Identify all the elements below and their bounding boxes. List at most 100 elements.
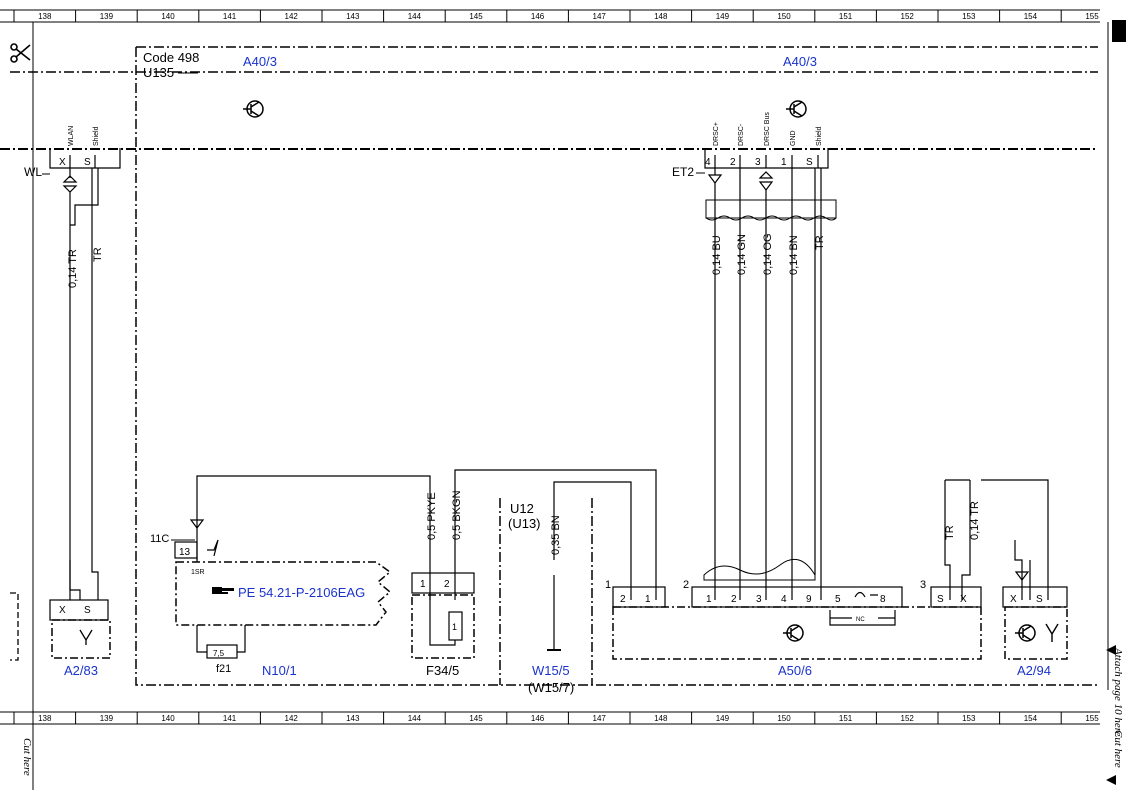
wire-label: 0,5 BKGN [451,490,463,540]
grid-number: 140 [161,12,175,21]
fuse-f21: f21 [216,663,231,675]
component-a40-3-right: A40/3 [783,54,817,69]
pin-5: 5 [835,594,841,605]
pin-x: X [59,605,66,616]
nc-label: NC [856,617,865,623]
transistor-icon [1015,624,1036,642]
grid-number: 143 [346,12,360,21]
signal-drsc-minus: DRSC- [738,123,745,146]
grid-number: 149 [716,12,730,21]
reference-link[interactable]: PE 54.21-P-2106EAG [238,585,365,600]
group-3: 3 [920,579,926,591]
attach-page-note: Attach page 10 here [1112,647,1124,737]
grid-number: 141 [223,714,237,723]
wire-label: 0,14 TR [67,249,79,288]
component-a50-6: A50/6 [778,663,812,678]
pin-4: 4 [781,594,787,605]
grid-number: 142 [285,714,299,723]
grid-number: 152 [901,12,915,21]
grid-number: 138 [38,714,52,723]
wire-label: 0,35 BN [550,515,562,555]
wire-label: TR [944,525,956,540]
grid-number: 142 [285,12,299,21]
grid-number: 150 [777,12,791,21]
wire-label: 0,14 OG [762,233,774,275]
grid-number: 141 [223,12,237,21]
grid-number: 153 [962,714,976,723]
connector-u13: (U13) [508,516,541,531]
pin-2: 2 [730,157,736,168]
pin-s: S [84,605,91,616]
pin-1: 1 [781,157,787,168]
group-2: 2 [683,579,689,591]
grid-number: 153 [962,12,976,21]
wire-label: TR [814,235,826,250]
pin-2: 2 [620,594,626,605]
pin-1: 1 [706,594,712,605]
pin-1sr: 1SR [191,569,205,576]
grid-number: 138 [38,12,52,21]
grid-number: 154 [1024,714,1038,723]
grid-number: 140 [161,714,175,723]
grid-number: 148 [654,12,668,21]
component-a40-3-left: A40/3 [243,54,277,69]
grid-number: 145 [469,714,483,723]
component-n10-1: N10/1 [262,663,297,678]
grid-number: 150 [777,714,791,723]
pin-1: 1 [420,579,426,590]
grid-number: 145 [469,12,483,21]
grid-number: 147 [593,714,607,723]
antenna-icon [1045,623,1059,642]
scissors-icon [10,43,31,63]
pin-13: 13 [179,547,191,558]
grid-number: 144 [408,714,422,723]
variant-label: U135 [143,65,174,80]
pin-s: S [806,157,813,168]
pin-1: 1 [645,594,651,605]
wire-label: 0,14 BN [788,235,800,275]
cut-here-left: Cut here [21,738,33,776]
connector-et2: ET2 [672,165,694,179]
pin-2: 2 [731,594,737,605]
pin-x: X [1010,594,1017,605]
signal-shield-right: Shield [816,126,823,146]
signal-wlan: WLAN [68,126,75,146]
pin-s: S [1036,594,1043,605]
group-1: 1 [605,579,611,591]
pin-s: S [937,594,944,605]
connector-11c: 11C [150,533,169,545]
pin-3: 3 [755,157,761,168]
grid-number: 146 [531,12,545,21]
component-w15-5: W15/5 [532,663,570,678]
component-a2-94: A2/94 [1017,663,1051,678]
component-f34-5: F34/5 [426,663,459,678]
connector-wl: WL [24,165,42,179]
grid-number: 144 [408,12,422,21]
grid-number: 148 [654,714,668,723]
pointing-hand-icon [212,587,234,594]
wire-label: 0,14 BU [711,235,723,275]
signal-drsc-plus: DRSC+ [713,122,720,146]
grid-number: 143 [346,714,360,723]
transistor-icon [783,624,804,642]
pin-2: 2 [444,579,450,590]
connector-u12: U12 [510,501,534,516]
pin-s: S [84,157,91,168]
grid-number: 139 [100,714,114,723]
grid-number: 155 [1085,12,1099,21]
grid-number: 151 [839,12,853,21]
grid-number: 147 [593,12,607,21]
cut-here-right: Cut here [1112,730,1124,768]
arrow-icon [1106,775,1116,785]
pin-8: 8 [880,594,886,605]
pin-9: 9 [806,594,812,605]
wire-label: 0,14 TR [969,501,981,540]
fuse-rating: 7,5 [213,649,225,658]
grid-number: 151 [839,714,853,723]
corner-marker [1112,20,1126,42]
wire-label: 0,14 GN [736,234,748,275]
pin-4: 4 [705,157,711,168]
